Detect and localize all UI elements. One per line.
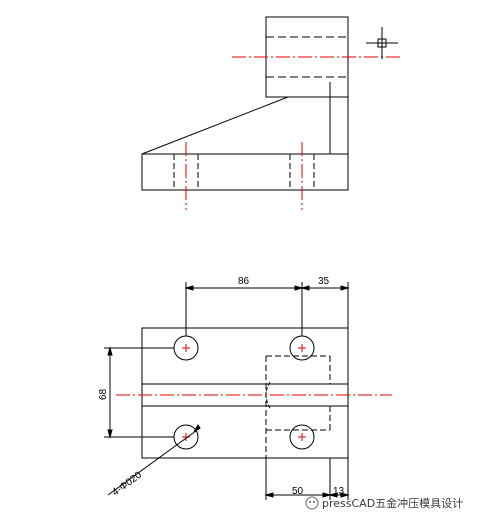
wechat-logo-icon <box>305 496 319 510</box>
front-view <box>141 16 349 191</box>
hole <box>289 424 315 450</box>
dim-bottom-right: 13 <box>333 486 345 497</box>
watermark-text: pressCAD五金冲压模具设计 <box>322 496 463 510</box>
front-view-centerlines <box>185 56 400 210</box>
plan-view <box>141 327 349 500</box>
dimension-lines <box>104 282 350 500</box>
hole-centermarks <box>182 344 306 441</box>
dim-hole-callout: 4-Φ020 <box>110 470 144 499</box>
watermark: pressCAD五金冲压模具设计 <box>305 496 463 510</box>
dim-height: 68 <box>98 388 109 400</box>
crosshair-cursor-icon <box>366 27 398 59</box>
dim-top-right: 35 <box>318 276 330 287</box>
plate-outline <box>141 327 349 459</box>
base-plate-outline <box>141 153 349 191</box>
dim-bottom-left: 50 <box>292 486 304 497</box>
dim-top-width: 86 <box>238 276 250 287</box>
gusset-slope <box>141 96 289 155</box>
